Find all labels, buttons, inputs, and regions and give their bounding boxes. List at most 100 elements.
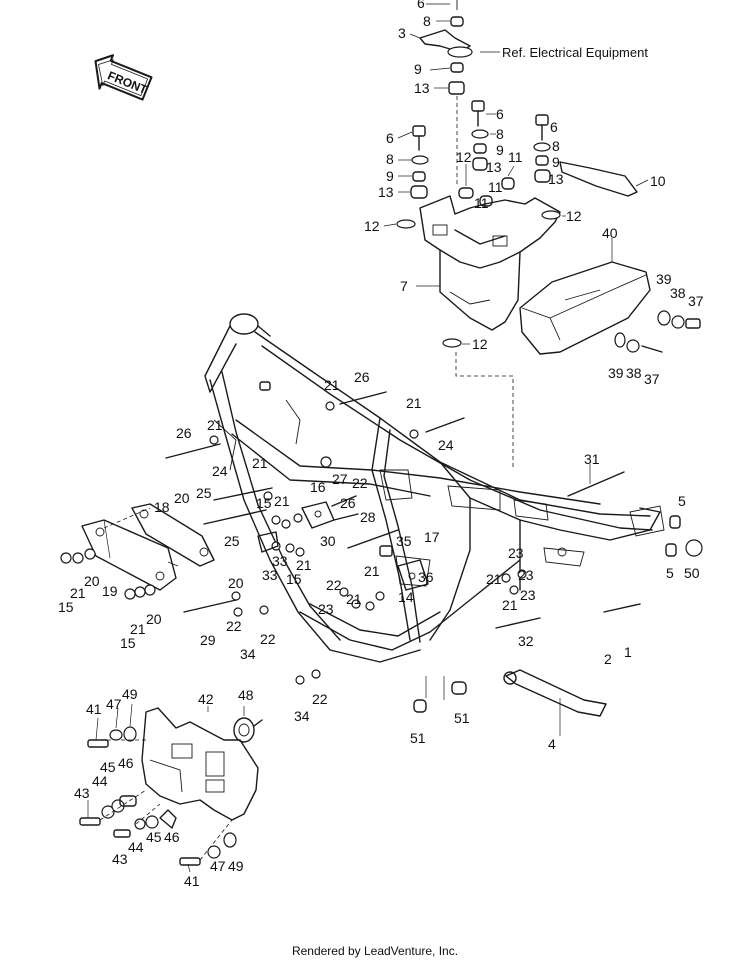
callout-45: 45 (146, 829, 162, 845)
callout-labels: 6 8 3 9 13 6 8 9 13 6 8 9 13 6 8 9 13 12… (58, 0, 704, 889)
callout-17: 17 (424, 529, 440, 545)
bottom-bracket-assembly (79, 707, 263, 866)
callout-21: 21 (486, 571, 502, 587)
callout-11: 11 (508, 149, 523, 165)
callout-22: 22 (312, 691, 328, 707)
callout-50: 50 (684, 565, 700, 581)
callout-21: 21 (252, 455, 268, 471)
callout-21: 21 (70, 585, 86, 601)
bolt-stack-center (471, 100, 489, 171)
toolbox-hardware (614, 310, 701, 353)
callout-31: 31 (584, 451, 600, 467)
callout-20: 20 (228, 575, 244, 591)
callout-38: 38 (626, 365, 642, 381)
callout-21: 21 (296, 557, 312, 573)
callout-23: 23 (318, 601, 334, 617)
callout-9: 9 (386, 168, 394, 184)
callout-48: 48 (238, 687, 254, 703)
callout-25: 25 (224, 533, 240, 549)
callout-49: 49 (122, 686, 138, 702)
callout-12: 12 (566, 208, 582, 224)
callout-21: 21 (207, 417, 223, 433)
callout-22: 22 (352, 475, 368, 491)
callout-12: 12 (472, 336, 488, 352)
callout-5: 5 (666, 565, 674, 581)
callout-27: 27 (332, 471, 348, 487)
callout-37: 37 (688, 293, 704, 309)
callout-34: 34 (294, 708, 310, 724)
callout-20: 20 (84, 573, 100, 589)
callout-14: 14 (398, 589, 414, 605)
callout-46: 46 (164, 829, 180, 845)
callout-21: 21 (406, 395, 422, 411)
callout-20: 20 (146, 611, 162, 627)
callout-40: 40 (602, 225, 618, 241)
callout-39: 39 (608, 365, 624, 381)
callout-22: 22 (226, 618, 242, 634)
callout-10: 10 (650, 173, 666, 189)
rear-rubber-parts (665, 515, 703, 557)
callout-15: 15 (286, 571, 302, 587)
callout-44: 44 (128, 839, 144, 855)
callout-21: 21 (502, 597, 518, 613)
callout-16: 16 (310, 479, 326, 495)
callout-25: 25 (196, 485, 212, 501)
callout-7: 7 (400, 278, 408, 294)
callout-18: 18 (154, 499, 170, 515)
callout-9: 9 (496, 142, 504, 158)
callout-23: 23 (508, 545, 524, 561)
callout-8: 8 (496, 126, 504, 142)
callout-26: 26 (176, 425, 192, 441)
callout-43: 43 (74, 785, 90, 801)
side-stand (413, 669, 607, 736)
callout-45: 45 (100, 759, 116, 775)
callout-30: 30 (320, 533, 336, 549)
callout-42: 42 (198, 691, 214, 707)
callout-leaders (87, 3, 649, 873)
callout-8: 8 (423, 13, 431, 29)
callout-13: 13 (548, 171, 564, 187)
callout-20: 20 (174, 490, 190, 506)
callout-35: 35 (396, 533, 412, 549)
callout-34: 34 (240, 646, 256, 662)
battery-case (396, 195, 561, 348)
callout-11: 11 (474, 195, 489, 211)
callout-4: 4 (548, 736, 556, 752)
callout-41: 41 (86, 701, 102, 717)
callout-49: 49 (228, 858, 244, 874)
callout-41: 41 (184, 873, 200, 889)
callout-6: 6 (496, 106, 504, 122)
callout-2: 2 (604, 651, 612, 667)
callout-13: 13 (486, 159, 502, 175)
callout-13: 13 (414, 80, 430, 96)
callout-46: 46 (118, 755, 134, 771)
callout-36: 36 (418, 569, 434, 585)
callout-38: 38 (670, 285, 686, 301)
callout-47: 47 (210, 858, 226, 874)
bolt-stack-left (410, 125, 429, 199)
bolt-stack-right (533, 114, 551, 183)
battery-case-hardware-top (419, 0, 500, 185)
callout-51: 51 (454, 710, 470, 726)
callout-44: 44 (92, 773, 108, 789)
callout-15: 15 (120, 635, 136, 651)
callout-33: 33 (262, 567, 278, 583)
callout-8: 8 (386, 151, 394, 167)
callout-26: 26 (354, 369, 370, 385)
callout-6: 6 (550, 119, 558, 135)
battery-strap (559, 161, 638, 197)
callout-12: 12 (456, 149, 472, 165)
callout-5: 5 (678, 493, 686, 509)
callout-19: 19 (102, 583, 118, 599)
callout-21: 21 (130, 621, 146, 637)
callout-32: 32 (518, 633, 534, 649)
callout-6: 6 (386, 130, 394, 146)
callout-1: 1 (624, 644, 632, 660)
callout-21: 21 (346, 591, 362, 607)
callout-29: 29 (200, 632, 216, 648)
callout-12: 12 (364, 218, 380, 234)
callout-24: 24 (212, 463, 228, 479)
frame-brackets (257, 501, 429, 591)
callout-15: 15 (58, 599, 74, 615)
